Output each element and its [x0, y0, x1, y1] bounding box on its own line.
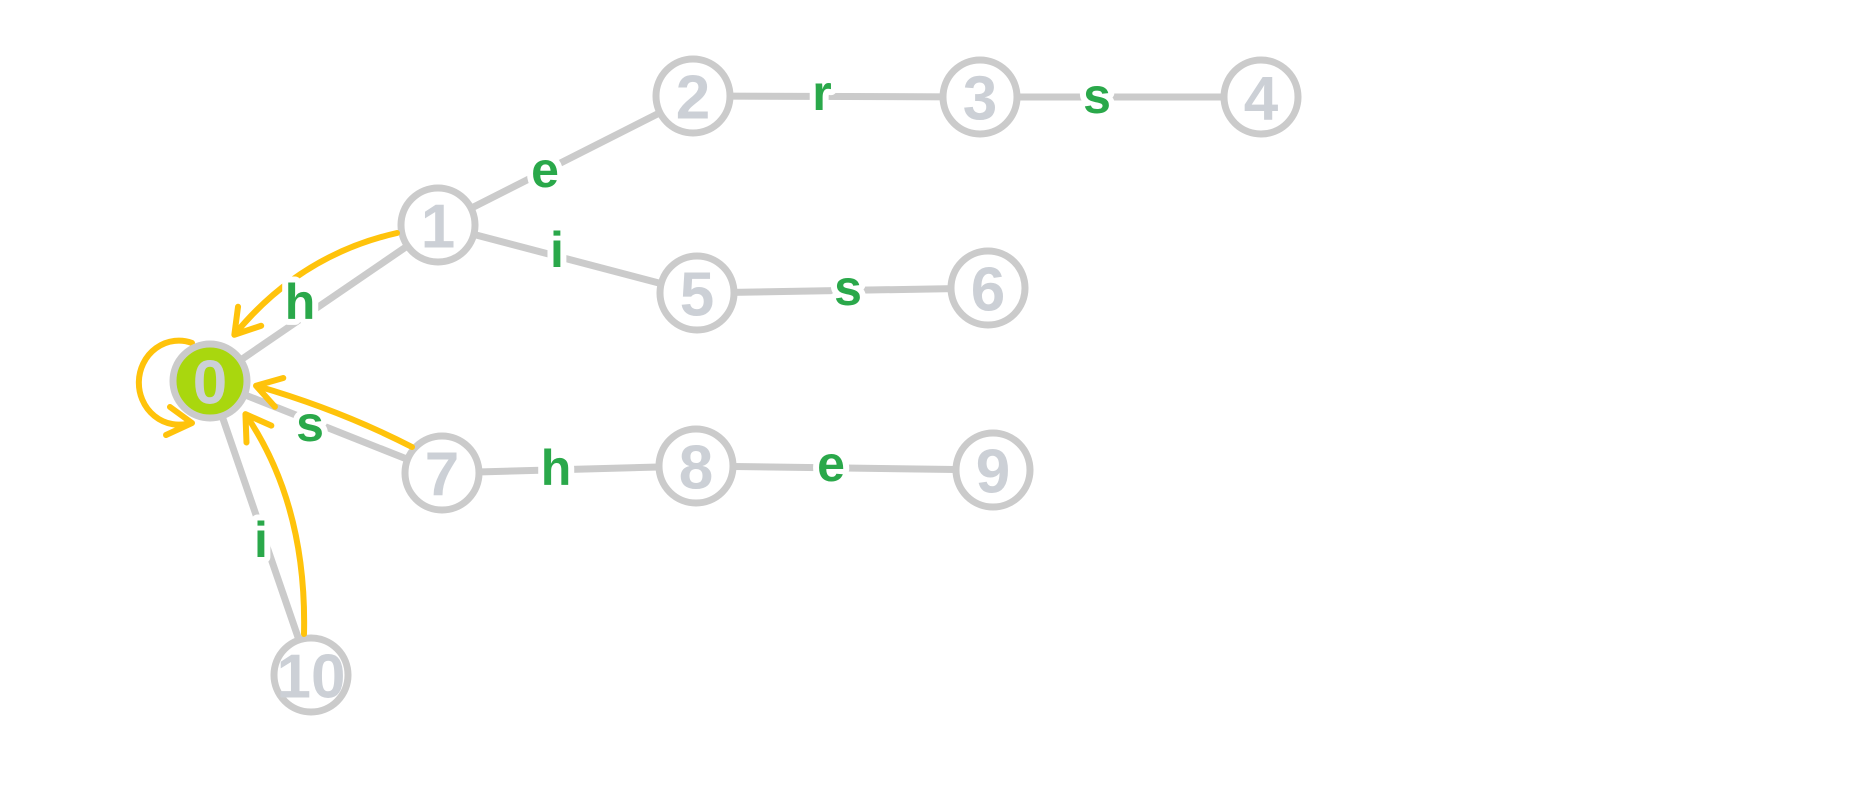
- edge-label-5-6: s: [834, 260, 862, 316]
- node-4: [1220, 56, 1302, 138]
- node-5: [656, 252, 738, 334]
- tree-edge-8-9: [692, 462, 997, 474]
- node-label-1: 1: [421, 193, 455, 262]
- node-2: [652, 55, 734, 137]
- failure-link-7-0: [253, 374, 415, 450]
- node-3: [939, 56, 1021, 138]
- tree-edge-1-2: [434, 92, 697, 229]
- edge-label-7-8: h: [541, 440, 572, 496]
- nodes-layer: 0 1 2 3 4 5 6 7 8 9 10: [169, 55, 1302, 716]
- node-label-9: 9: [976, 438, 1010, 507]
- edge-label-1-2: e: [531, 142, 559, 198]
- node-10: [270, 634, 352, 716]
- tree-edge-1-5: [434, 221, 701, 297]
- node-label-5: 5: [680, 261, 714, 330]
- node-label-10: 10: [277, 643, 346, 712]
- edge-label-3-4: s: [1083, 68, 1111, 124]
- edge-label-8-9: e: [817, 436, 845, 492]
- node-label-4: 4: [1244, 65, 1279, 134]
- failure-links-layer: [163, 230, 415, 637]
- edge-label-2-3: r: [812, 65, 831, 121]
- node-9: [952, 429, 1034, 511]
- node-label-3: 3: [963, 65, 997, 134]
- tree-edges-layer: [206, 92, 1265, 679]
- tree-edge-0-7: [206, 377, 446, 477]
- node-0-active: [169, 340, 251, 422]
- node-6: [947, 247, 1029, 329]
- node-1: [397, 184, 479, 266]
- edge-label-0-1: h: [285, 274, 316, 330]
- node-label-2: 2: [676, 64, 710, 133]
- failure-link-1-0: [231, 230, 400, 338]
- node-label-6: 6: [971, 256, 1005, 325]
- node-7: [401, 432, 483, 514]
- tree-edge-5-6: [693, 284, 992, 297]
- tree-edge-7-8: [438, 462, 700, 477]
- node-label-7: 7: [425, 441, 459, 510]
- tree-edge-0-10: [206, 377, 315, 679]
- edge-label-0-7: s: [296, 396, 324, 452]
- node-label-8: 8: [679, 434, 713, 503]
- failure-selfloop-layer: [135, 337, 195, 428]
- tree-edge-0-1: [206, 221, 442, 385]
- failure-self-loop-0-0: [135, 337, 195, 428]
- edge-label-1-5: i: [550, 222, 564, 278]
- node-8: [655, 425, 737, 507]
- tree-edge-2-3: [689, 92, 984, 101]
- failure-self-loop-arrowhead-0: [163, 404, 195, 438]
- failure-link-10-0: [242, 411, 308, 637]
- edge-label-0-10: i: [254, 512, 268, 568]
- node-label-0: 0: [193, 349, 227, 418]
